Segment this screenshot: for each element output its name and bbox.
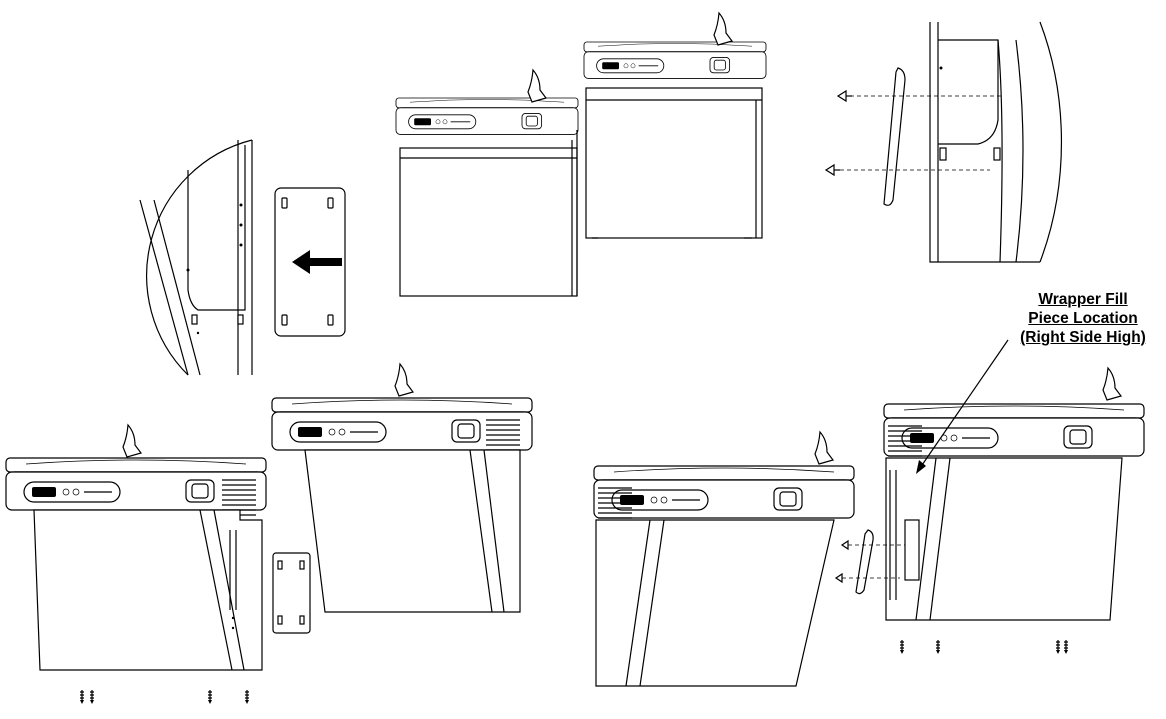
callout-line-3: (Right Side High) [1020, 329, 1146, 346]
detail-view-left [139, 139, 253, 376]
callout-line-2: Piece Location [1028, 310, 1138, 327]
screw-icon [824, 163, 840, 177]
callout-line-1: Wrapper Fill [1038, 291, 1128, 308]
callout-leader-line [916, 339, 1009, 474]
units-side-by-side [395, 11, 767, 297]
bubbler-icon [527, 68, 548, 103]
wrapper-fill-callout: Wrapper Fill Piece Location (Right Side … [1000, 290, 1166, 347]
screw-icon [836, 89, 852, 103]
unit-bottom-right [834, 366, 1145, 655]
direction-arrow [292, 250, 342, 274]
unit-bottom-center [593, 430, 855, 687]
unit-bottom-middle [271, 362, 533, 613]
detail-view-right [824, 21, 1062, 263]
unit-bottom-left [5, 423, 311, 705]
